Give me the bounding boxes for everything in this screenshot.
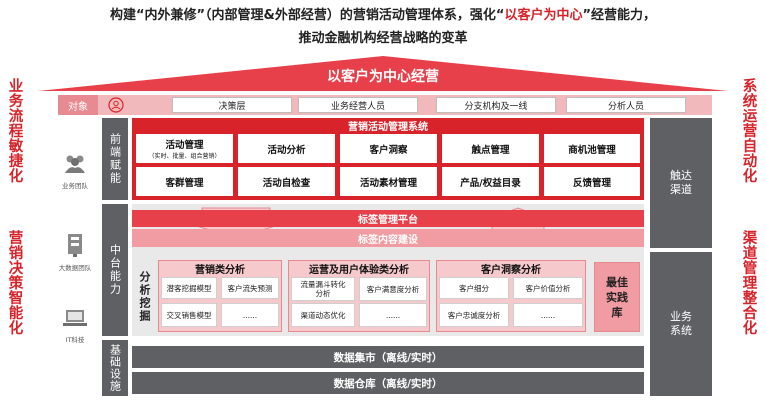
touch-channels-label: 触达渠道	[670, 169, 692, 196]
panel-operation-analysis-title: 运营及用户体验类分析	[309, 264, 409, 276]
activity-material-management: 活动素材管理	[340, 167, 437, 196]
touchpoint-management: 触点管理	[442, 134, 539, 163]
page-title-line-2: 推动金融机构经营战略的变革	[298, 31, 468, 46]
customer-insight: 客户洞察	[340, 134, 437, 163]
database-icon-wrap	[60, 232, 90, 258]
best-practice-library: 最佳实践库	[594, 262, 640, 332]
laptop-icon	[63, 310, 87, 326]
roof-title: 以客户为中心经营	[327, 69, 439, 85]
target-row-icon	[104, 95, 128, 115]
target-item-analysts: 分析人员	[566, 97, 686, 113]
database-icon	[68, 234, 82, 257]
cell-churn-prediction: 客户流失预测	[221, 277, 279, 299]
cell-funnel-conversion: 流量漏斗转化分析	[291, 277, 355, 301]
activity-self-check: 活动自检查	[238, 167, 335, 196]
data-mart-bar: 数据集市（离线/实时）	[132, 346, 644, 368]
layer-middle-capability: 中台能力	[102, 204, 128, 336]
analysis-mining-label: 分析挖掘	[138, 271, 151, 323]
layer-front-enable: 前端赋能	[102, 118, 128, 200]
cell-marketing-more: ......	[221, 303, 279, 327]
people-circle-icon	[108, 97, 124, 113]
title-part-b: ”经营能力，	[582, 8, 657, 23]
marketing-system-title: 营销活动管理系统	[348, 122, 428, 133]
best-practice-library-label: 最佳实践库	[606, 275, 628, 319]
feedback-management: 反馈管理	[544, 167, 640, 196]
tag-content-construction: 标签内容建设	[132, 229, 644, 247]
target-item-decision-layer: 决策层	[172, 97, 292, 113]
left-text-agile-process: 业务流程敏捷化	[8, 79, 24, 185]
left-text-smart-decision: 营销决策智能化	[8, 231, 24, 337]
activity-management-sub: （实时、批量、组合营销）	[148, 153, 221, 160]
title-part-a: 构建“内外兼修”（内部管理&外部经营）的营销活动管理体系，强化“	[109, 8, 505, 23]
panel-marketing-analysis-title: 营销类分析	[195, 264, 245, 276]
activity-analysis: 活动分析	[238, 134, 335, 163]
laptop-icon-wrap	[60, 306, 90, 330]
cell-insight-more: ......	[513, 303, 583, 327]
activity-management-label: 活动管理	[165, 140, 204, 151]
activity-management: 活动管理 （实时、批量、组合营销）	[136, 134, 233, 163]
touch-channels: 触达渠道	[650, 118, 712, 248]
cell-operation-more: ......	[359, 303, 427, 327]
target-label: 对象	[58, 95, 98, 115]
business-systems: 业务系统	[650, 252, 712, 396]
title-highlight: 以客户为中心	[504, 8, 583, 23]
product-benefit-catalog: 产品/权益目录	[442, 167, 539, 196]
cell-customer-value: 客户价值分析	[513, 277, 583, 299]
cell-satisfaction-analysis: 客户满意度分析	[359, 277, 427, 301]
team-icon	[65, 155, 85, 173]
cell-cross-sell-model: 交叉销售模型	[161, 303, 217, 327]
opportunity-pool-management: 商机池管理	[544, 134, 640, 163]
page-title-line-1: 构建“内外兼修”（内部管理&外部经营）的营销活动管理体系，强化“以客户为中心”经…	[0, 4, 766, 23]
tag-management-platform: 标签管理平台	[132, 210, 644, 227]
cell-potential-customer-model: 潜客挖掘模型	[161, 277, 217, 299]
business-systems-label: 业务系统	[670, 310, 692, 337]
right-text-auto-operation: 系统运营自动化	[742, 79, 758, 185]
panel-customer-insight-analysis-title: 客户洞察分析	[481, 264, 541, 276]
right-text-channel-integration: 渠道管理整合化	[742, 231, 758, 337]
database-icon-label: 大数据团队	[58, 264, 92, 272]
roof-shape	[38, 56, 728, 91]
cell-customer-loyalty: 客户忠诚度分析	[439, 303, 509, 327]
target-item-business-staff: 业务经营人员	[298, 97, 418, 113]
cell-channel-optimization: 渠道动态优化	[291, 303, 355, 327]
layer-infrastructure: 基础设施	[102, 340, 128, 396]
cell-customer-segmentation: 客户细分	[439, 277, 509, 299]
customer-group-management: 客群管理	[136, 167, 233, 196]
data-warehouse-bar: 数据仓库（离线/实时）	[132, 372, 644, 394]
target-item-branches: 分支机构及一线	[436, 97, 556, 113]
team-icon-wrap	[60, 152, 90, 176]
laptop-icon-label: IT科技	[65, 336, 85, 344]
team-icon-label: 业务团队	[62, 182, 88, 190]
